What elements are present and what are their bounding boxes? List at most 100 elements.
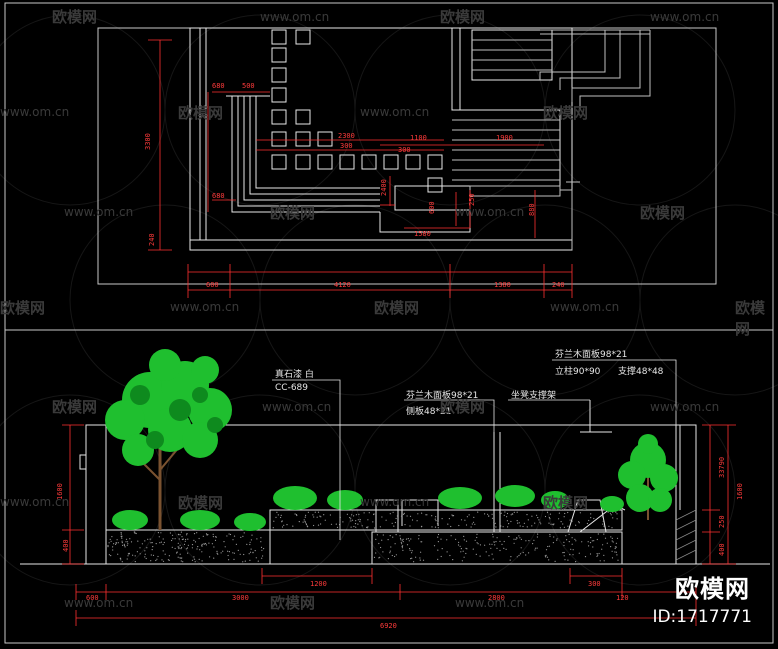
gravel-dot (562, 552, 564, 554)
gravel-dot (572, 549, 574, 551)
gravel-dot (487, 513, 489, 515)
gravel-dot (546, 556, 549, 558)
gravel-dot (378, 542, 380, 545)
gravel-dot (403, 513, 405, 516)
gravel-dot (121, 542, 123, 544)
gravel-dot (178, 538, 180, 540)
gravel-dot (586, 522, 589, 525)
gravel-dot (124, 546, 126, 548)
gravel-dot (484, 544, 486, 546)
gravel-dot (534, 522, 536, 524)
gravel-dot (255, 557, 257, 559)
gravel-dot (465, 524, 468, 526)
gravel-dot (537, 517, 539, 519)
gravel-dot (400, 539, 402, 541)
gravel-dot (488, 515, 490, 517)
gravel-dot (536, 547, 538, 549)
gravel-dot (411, 557, 413, 559)
gravel-dot (581, 541, 583, 543)
gravel-dot (281, 526, 284, 528)
gravel-dot (144, 553, 146, 555)
gravel-dot (460, 548, 462, 550)
gravel-dot (532, 543, 534, 545)
gravel-dot (584, 556, 587, 558)
gravel-dot (240, 536, 242, 539)
gravel-dot (549, 535, 551, 537)
callout-seat-frame: 坐凳支撑架 (511, 391, 557, 401)
gravel-dot (520, 538, 523, 541)
gravel-dot (319, 515, 321, 517)
gravel-dot (440, 555, 442, 558)
gravel-dot (441, 548, 443, 550)
gravel-dot (217, 553, 219, 555)
gravel-dot (539, 521, 541, 523)
gravel-dot (223, 541, 225, 543)
gravel-dot (222, 550, 224, 552)
gravel-dot (235, 543, 237, 546)
gravel-dot (615, 542, 618, 544)
gravel-dot (179, 553, 181, 555)
callout-stone-code: CC-689 (275, 383, 308, 393)
gravel-dot (145, 557, 147, 560)
gravel-dot (392, 536, 394, 538)
elev-dim-2800: 2800 (488, 594, 505, 602)
gravel-dot (115, 542, 117, 544)
gravel-dot (121, 540, 123, 542)
gravel-dot (389, 550, 391, 552)
gravel-dot (510, 514, 512, 516)
gravel-dot (407, 538, 409, 540)
gravel-dot (181, 546, 183, 549)
gravel-dot (280, 514, 282, 517)
gravel-dot (121, 561, 123, 563)
gravel-dot (108, 542, 110, 544)
gravel-dot (571, 537, 573, 539)
gravel-dot (381, 539, 383, 541)
gravel-dot (406, 515, 408, 517)
elev-dim-left-base: 400 (62, 539, 70, 552)
gravel-dot (462, 550, 464, 552)
gravel-dot (506, 516, 508, 518)
gravel-dot (455, 538, 457, 541)
gravel-dot (126, 544, 128, 546)
gravel-dot (162, 538, 164, 540)
elevation-tree-left (105, 349, 232, 530)
elev-dim-right-3: 400 (718, 543, 726, 556)
gravel-dot (233, 552, 235, 554)
gravel-dot (168, 559, 170, 562)
gravel-dot (515, 538, 517, 541)
gravel-dot (342, 521, 344, 523)
gravel-dot (495, 526, 497, 528)
gravel-dot (437, 541, 439, 543)
gravel-dot (596, 555, 598, 558)
gravel-dot (389, 513, 391, 515)
gravel-dot (366, 527, 368, 529)
gravel-dot (563, 541, 565, 544)
gravel-dot (179, 557, 181, 559)
gravel-dot (320, 516, 322, 518)
gravel-dot (117, 542, 119, 544)
gravel-dot (544, 515, 547, 518)
gravel-dot (155, 543, 157, 545)
gravel-dot (160, 532, 162, 534)
gravel-dot (317, 524, 320, 526)
gravel-dot (593, 517, 595, 520)
gravel-dot (224, 546, 226, 548)
gravel-dot (549, 513, 552, 515)
gravel-dot (263, 548, 265, 550)
gravel-dot (122, 544, 124, 547)
gravel-dot (549, 518, 551, 520)
gravel-dot (163, 541, 165, 544)
plan-dim-600a: 600 (428, 201, 436, 214)
gravel-dot (298, 521, 300, 523)
gravel-dot (107, 544, 109, 547)
gravel-dot (324, 519, 326, 521)
gravel-dot (174, 538, 176, 540)
gravel-dot (579, 512, 582, 514)
gravel-dot (112, 549, 114, 551)
gravel-dot (405, 538, 408, 540)
gravel-dot (516, 556, 518, 558)
gravel-dot (508, 535, 510, 538)
gravel-dot (517, 522, 519, 524)
gravel-dot (358, 513, 360, 516)
